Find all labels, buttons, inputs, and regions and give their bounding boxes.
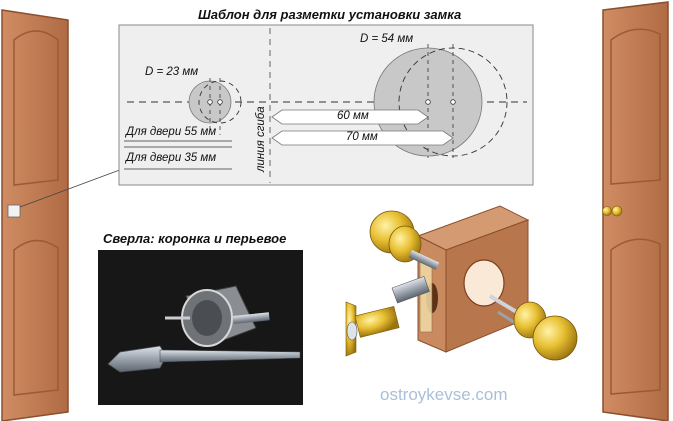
lock-assembly <box>345 205 578 361</box>
watermark: ostroykevse.com <box>380 385 508 404</box>
outer-knob-icon <box>369 210 440 270</box>
inner-knob-icon <box>488 294 578 361</box>
large-hole-label: D = 54 мм <box>360 33 414 45</box>
arrow-70mm <box>271 130 454 146</box>
arrow-70mm-label: 70 мм <box>346 131 378 143</box>
hole-saw-icon <box>165 285 270 347</box>
arrow-60mm <box>271 109 429 125</box>
door-35-label: Для двери 35 мм <box>126 152 217 164</box>
spade-bit-icon <box>107 345 301 373</box>
small-hole-label: D = 23 мм <box>145 66 199 78</box>
left-door <box>1 9 126 421</box>
bore-hole <box>463 259 505 307</box>
right-door <box>602 1 669 421</box>
drills-title: Сверла: коронка и перьевое <box>103 231 287 246</box>
door-55-label: Для двери 55 мм <box>126 126 217 138</box>
arrow-60mm-label: 60 мм <box>337 110 369 122</box>
template-title: Шаблон для разметки установки замка <box>198 7 462 22</box>
drills-photo <box>98 250 303 405</box>
marking-template <box>118 24 534 186</box>
latch-icon <box>345 275 430 357</box>
door-knob-icon <box>602 206 612 216</box>
template-pointer-line <box>19 167 126 208</box>
fold-line-label: линия сгиба <box>255 106 267 172</box>
template-on-door-icon <box>7 204 21 218</box>
